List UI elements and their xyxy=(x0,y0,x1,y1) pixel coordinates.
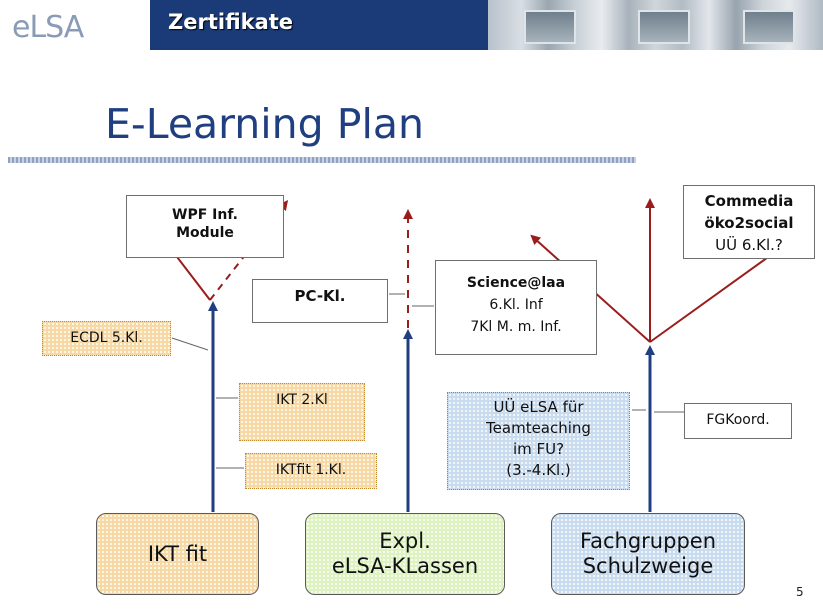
ecdl-box: ECDL 5.Kl. xyxy=(42,321,171,356)
commedia-box: Commedia öko2social UÜ 6.Kl.? xyxy=(683,185,815,259)
science-box: Science@laa 6.Kl. Inf 7Kl M. m. Inf. xyxy=(435,260,597,355)
science-line1: Science@laa xyxy=(466,275,566,291)
ikt2-label: IKT 2.Kl xyxy=(276,392,328,408)
title-divider xyxy=(8,157,636,163)
expl-line1: Expl. xyxy=(379,529,431,553)
uue-line1: UÜ eLSA für xyxy=(493,398,584,416)
ikt-fit-label: IKT fit xyxy=(147,541,208,566)
expl-base: Expl. eLSA-KLassen xyxy=(305,513,505,595)
monitor-image xyxy=(743,10,795,44)
fach-line1: Fachgruppen xyxy=(579,529,717,553)
ikt2-box: IKT 2.Kl xyxy=(239,383,365,441)
science-line3: 7Kl M. m. Inf. xyxy=(470,319,562,335)
uue-line3: im FU? xyxy=(512,440,565,458)
header-band xyxy=(150,0,488,50)
wpf-line2: Module xyxy=(176,225,234,241)
fach-branch-right xyxy=(649,247,783,343)
monitor-image xyxy=(638,10,690,44)
header-title: Zertifikate xyxy=(168,10,294,34)
uue-line4: (3.-4.Kl.) xyxy=(506,461,571,479)
fachgruppen-base: Fachgruppen Schulzweige xyxy=(551,513,745,595)
connector-ecdl xyxy=(171,337,209,351)
logo-area xyxy=(0,0,150,50)
pc-kl-box: PC-Kl. xyxy=(252,279,388,323)
page-title: E-Learning Plan xyxy=(105,100,424,148)
header-photo xyxy=(488,0,823,50)
uue-box: UÜ eLSA für Teamteaching im FU? (3.-4.Kl… xyxy=(447,392,630,490)
iktfit1-label: IKTfit 1.Kl. xyxy=(275,462,347,478)
page-number: 5 xyxy=(796,585,804,599)
elsa-logo: eLSA xyxy=(12,10,84,45)
uue-line2: Teamteaching xyxy=(486,419,591,437)
wpf-line1: WPF Inf. xyxy=(172,207,238,223)
science-line2: 6.Kl. Inf xyxy=(489,297,543,313)
ecdl-label: ECDL 5.Kl. xyxy=(70,330,143,346)
commedia-line2: öko2social xyxy=(704,214,794,232)
ikt-fit-base: IKT fit xyxy=(96,513,259,595)
commedia-line3: UÜ 6.Kl.? xyxy=(715,236,783,254)
fgkoord-label: FGKoord. xyxy=(706,412,770,428)
monitor-image xyxy=(524,10,576,44)
pc-kl-label: PC-Kl. xyxy=(294,287,346,305)
iktfit1-box: IKTfit 1.Kl. xyxy=(245,453,377,489)
fgkoord-box: FGKoord. xyxy=(684,403,792,439)
fach-line2: Schulzweige xyxy=(582,554,714,578)
wpf-module-box: WPF Inf. Module xyxy=(126,195,284,258)
expl-line2: eLSA-KLassen xyxy=(331,554,479,578)
commedia-line1: Commedia xyxy=(704,192,794,210)
